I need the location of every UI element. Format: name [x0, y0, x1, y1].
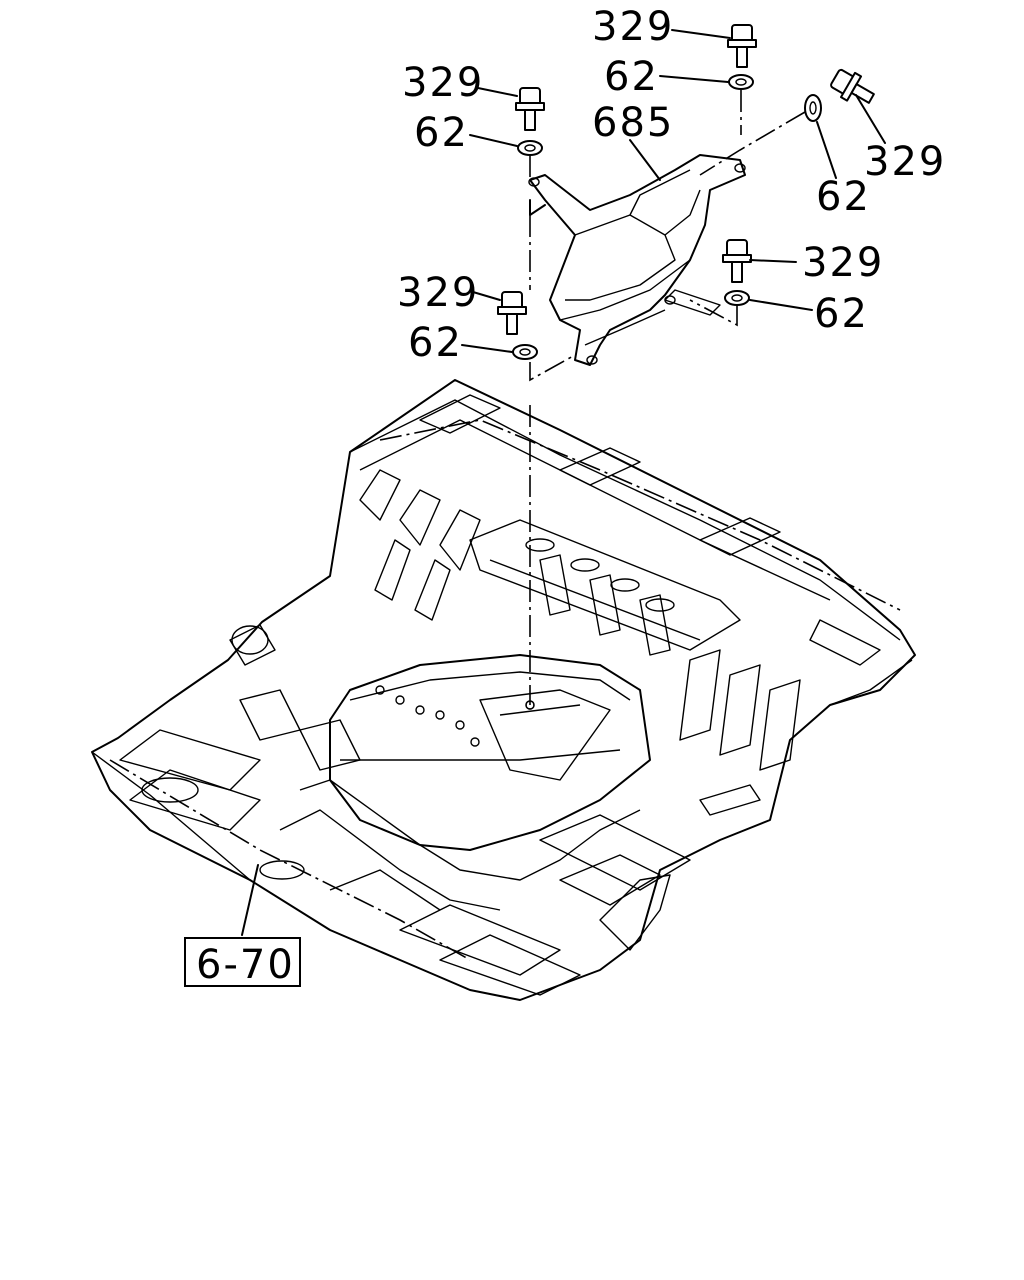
callout-washer-a: 62	[604, 54, 659, 100]
callout-bolt-b: 329	[402, 60, 484, 106]
floor-panel	[91, 379, 916, 1001]
callout-labels: 329 62 329 62 685 329 62 329 62 329 62	[397, 4, 946, 366]
reference-box[interactable]: 6-70	[184, 937, 301, 988]
bolt-icon	[497, 24, 875, 335]
callout-bolt-a: 329	[592, 4, 674, 50]
washer-icon	[512, 74, 822, 360]
callout-washer-e: 62	[408, 320, 463, 366]
callout-washer-c: 62	[816, 174, 871, 220]
callout-bolt-c: 329	[864, 139, 946, 185]
reference-label: 6-70	[196, 942, 295, 988]
leader-lines	[241, 29, 886, 936]
callout-bolt-e: 329	[397, 270, 479, 316]
callout-washer-d: 62	[814, 291, 869, 337]
callout-washer-b: 62	[414, 110, 469, 156]
callout-bolt-d: 329	[802, 240, 884, 286]
bracket-685	[528, 154, 746, 366]
callout-bracket: 685	[592, 100, 674, 146]
assembly-lines	[525, 90, 806, 710]
